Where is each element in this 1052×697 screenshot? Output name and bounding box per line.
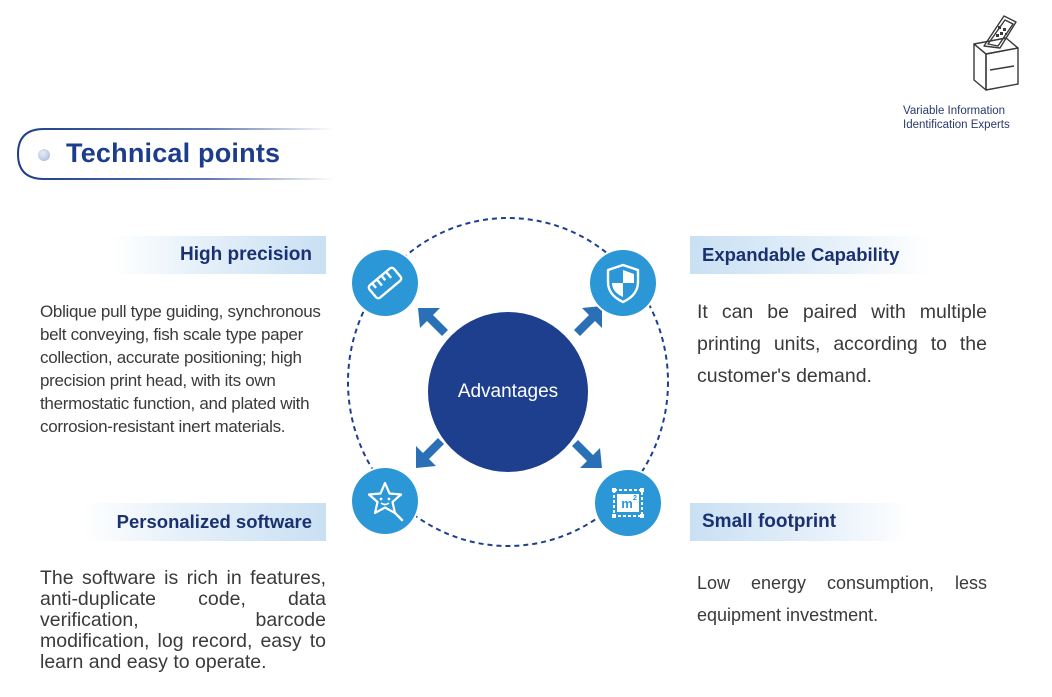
kiosk-printer-logo-icon <box>973 15 1019 91</box>
advantages-center-circle: Advantages <box>428 312 588 472</box>
advantages-diagram <box>347 217 669 547</box>
star-icon <box>367 481 404 522</box>
feature-description-personalized-software: The software is rich in features, anti-d… <box>40 567 326 673</box>
svg-text:2: 2 <box>633 495 637 502</box>
arrow-top-left-icon <box>418 308 448 336</box>
ruler-icon <box>367 266 403 300</box>
brand-tagline: Variable Information Identification Expe… <box>903 104 1043 132</box>
feature-title-expandable-capability: Expandable Capability <box>690 236 930 274</box>
section-bullet-icon <box>38 149 50 161</box>
arrow-bottom-left-icon <box>416 438 444 468</box>
high-precision-badge <box>352 250 418 316</box>
brand-tagline-line2: Identification Experts <box>903 119 1010 131</box>
section-title: Technical points <box>66 138 281 168</box>
feature-description-small-footprint: Low energy consumption, less equipment i… <box>697 573 987 625</box>
software-badge <box>352 468 418 534</box>
svg-text:m: m <box>621 496 633 511</box>
advantages-label: Advantages <box>457 381 559 402</box>
feature-title-high-precision: High precision <box>112 236 326 274</box>
arrow-top-right-icon <box>574 306 602 336</box>
brand-tagline-line1: Variable Information <box>903 105 1006 117</box>
feature-description-high-precision: Oblique pull type guiding, synchronous b… <box>40 302 321 436</box>
feature-description-expandable-capability: It can be paired with multiple printing … <box>697 301 987 387</box>
arrow-bottom-right-icon <box>572 440 602 468</box>
section-header-frame <box>16 128 334 180</box>
shield-icon <box>606 263 640 304</box>
square-meter-icon: m 2 <box>612 488 644 518</box>
footprint-badge: m 2 <box>595 470 661 536</box>
feature-title-personalized-software: Personalized software <box>82 503 326 541</box>
feature-title-small-footprint: Small footprint <box>690 503 910 541</box>
dashed-ring <box>347 217 669 547</box>
expandable-badge <box>590 250 656 316</box>
